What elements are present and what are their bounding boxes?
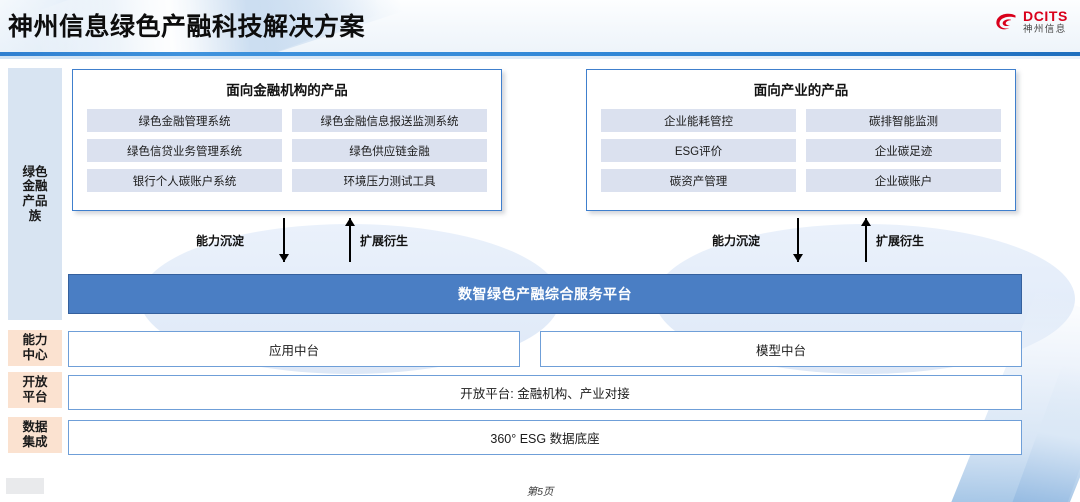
- dcits-swirl-icon: [994, 10, 1018, 34]
- product-chip-grid: 企业能耗管控 碳排智能监测 ESG评价 企业碳足迹 碳资产管理 企业碳账户: [587, 99, 1015, 204]
- product-chip[interactable]: 企业碳足迹: [806, 139, 1001, 162]
- rail-green-finance-products: [8, 68, 62, 320]
- rail-open-platform: [8, 372, 62, 408]
- logo-text-en: DCITS: [1023, 8, 1068, 24]
- rail-line-2: 集成: [22, 435, 48, 449]
- product-chip[interactable]: 绿色金融信息报送监测系统: [292, 109, 487, 132]
- header-divider-soft: [0, 56, 1080, 59]
- rail-label-green-finance-products: 绿色 金融 产品 族: [8, 68, 62, 320]
- product-chip-grid: 绿色金融管理系统 绿色金融信息报送监测系统 绿色信贷业务管理系统 绿色供应链金融…: [73, 99, 501, 204]
- product-chip[interactable]: 绿色金融管理系统: [87, 109, 282, 132]
- logo-text: DCITS 神州信息: [1023, 9, 1068, 35]
- rail-line-3: 产品: [22, 194, 48, 208]
- capability-box-application-middle-platform[interactable]: 应用中台: [68, 331, 520, 367]
- corner-decoration-bottom-left: [6, 478, 44, 494]
- capability-box-model-middle-platform[interactable]: 模型中台: [540, 331, 1022, 367]
- product-chip[interactable]: 企业能耗管控: [601, 109, 796, 132]
- brand-logo: DCITS 神州信息: [994, 9, 1068, 35]
- rail-line-2: 中心: [22, 348, 48, 362]
- panel-industry-products: 面向产业的产品 企业能耗管控 碳排智能监测 ESG评价 企业碳足迹 碳资产管理 …: [586, 69, 1016, 211]
- page-number: 第5页: [526, 486, 554, 498]
- arrow-up-icon-left: [345, 218, 355, 262]
- panel-financial-institution-products: 面向金融机构的产品 绿色金融管理系统 绿色金融信息报送监测系统 绿色信贷业务管理…: [72, 69, 502, 211]
- product-chip[interactable]: 环境压力测试工具: [292, 169, 487, 192]
- rail-label-data-integration: 数据 集成: [8, 417, 62, 453]
- flow-label-capability-precipitation-left: 能力沉淀: [196, 234, 245, 248]
- product-chip[interactable]: 企业碳账户: [806, 169, 1001, 192]
- flow-label-capability-precipitation-right: 能力沉淀: [712, 234, 761, 248]
- rail-label-capability-center: 能力 中心: [8, 330, 62, 366]
- platform-bar[interactable]: 数智绿色产融综合服务平台: [68, 274, 1022, 314]
- arrow-down-icon-left: [279, 218, 289, 262]
- logo-text-cn: 神州信息: [1023, 24, 1067, 35]
- product-chip[interactable]: 碳资产管理: [601, 169, 796, 192]
- arrow-down-icon-right: [793, 218, 803, 262]
- rail-data-integration: [8, 417, 62, 453]
- header-divider: [0, 52, 1080, 56]
- product-chip[interactable]: 碳排智能监测: [806, 109, 1001, 132]
- rail-line-2: 平台: [22, 390, 48, 404]
- open-platform-box[interactable]: 开放平台: 金融机构、产业对接: [68, 375, 1022, 410]
- page-title: 神州信息绿色产融科技解决方案: [8, 13, 366, 41]
- product-chip[interactable]: 绿色供应链金融: [292, 139, 487, 162]
- flow-label-expansion-derivation-left: 扩展衍生: [360, 234, 409, 248]
- rail-capability-center: [8, 330, 62, 366]
- rail-line-4: 族: [28, 208, 42, 223]
- rail-label-open-platform: 开放 平台: [8, 372, 62, 408]
- flow-label-expansion-derivation-right: 扩展衍生: [876, 234, 925, 248]
- rail-line-1: 开放: [22, 375, 48, 390]
- slide-header: 神州信息绿色产融科技解决方案 DCITS 神州信息: [0, 0, 1080, 52]
- rail-line-1: 绿色: [22, 164, 48, 179]
- data-integration-box[interactable]: 360° ESG 数据底座: [68, 420, 1022, 455]
- arrow-up-icon-right: [861, 218, 871, 262]
- product-chip[interactable]: 绿色信贷业务管理系统: [87, 139, 282, 162]
- panel-title: 面向金融机构的产品: [226, 83, 348, 98]
- rail-line-1: 能力: [22, 333, 48, 348]
- panel-title: 面向产业的产品: [753, 83, 849, 98]
- rail-line-1: 数据: [22, 420, 48, 435]
- product-chip[interactable]: ESG评价: [601, 139, 796, 162]
- product-chip[interactable]: 银行个人碳账户系统: [87, 169, 282, 192]
- rail-line-2: 金融: [22, 179, 48, 194]
